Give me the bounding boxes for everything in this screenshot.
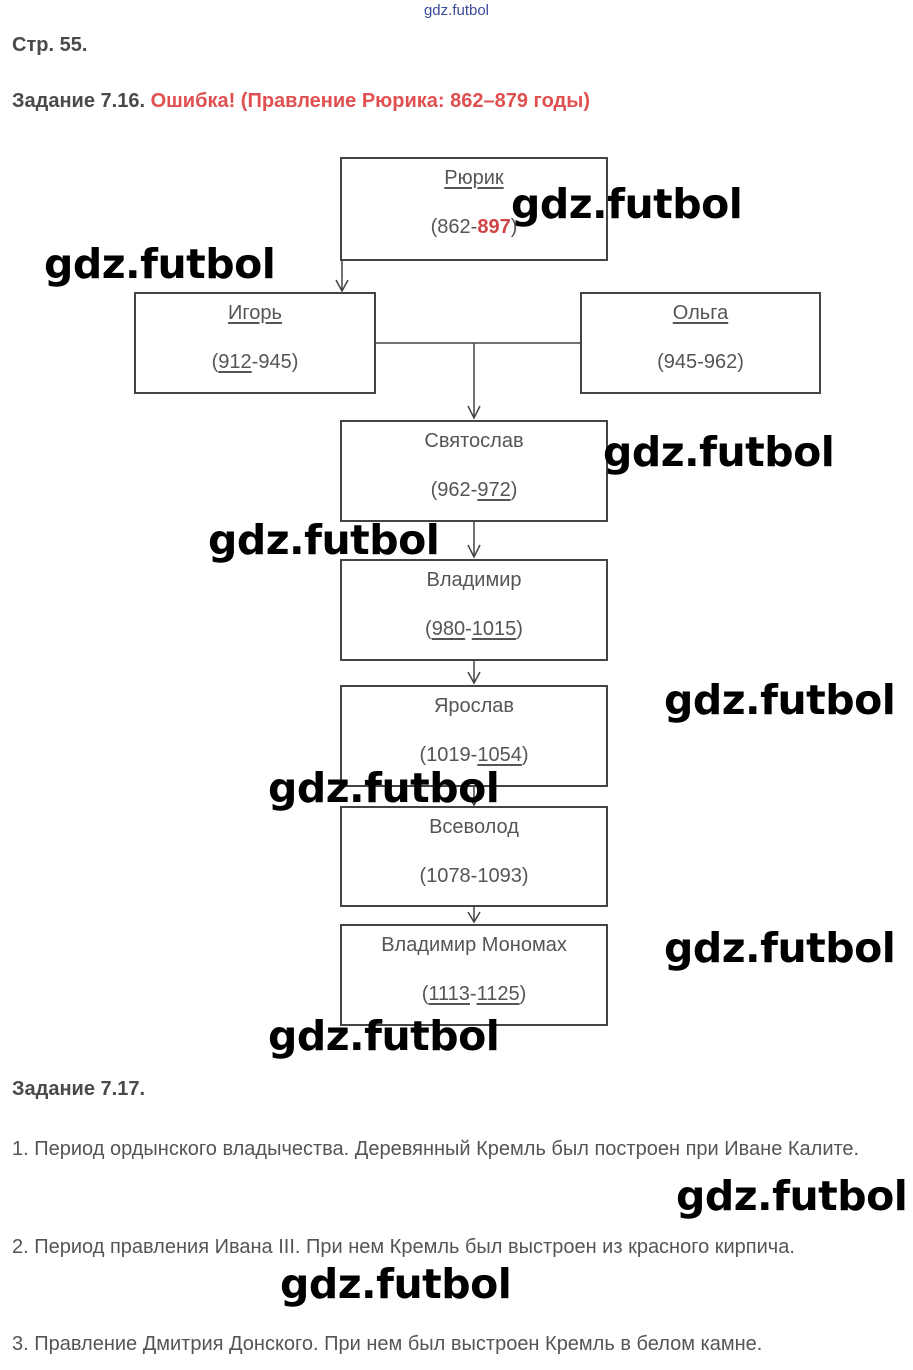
node-igor: Игорь (912-945): [134, 292, 376, 394]
node-igor-name: Игорь: [228, 302, 282, 324]
task-7-17-title: Задание 7.17.: [12, 1078, 146, 1100]
node-olga-years: (945-962): [657, 351, 744, 373]
answer-item-3: 3. Правление Дмитрия Донского. При нем б…: [12, 1333, 763, 1355]
node-igor-years: (912-945): [211, 351, 299, 373]
watermark: gdz.futbol: [664, 676, 896, 724]
erroneous-year: 897: [477, 216, 511, 238]
watermark: gdz.futbol: [511, 180, 743, 228]
task-7-16-title: Задание 7.16.: [12, 90, 146, 112]
node-monomakh: Владимир Мономах (1113-1125): [340, 924, 608, 1026]
node-vladimir-name: Владимир: [426, 569, 522, 591]
node-rurik-years: (862-897): [430, 216, 518, 238]
watermark: gdz.futbol: [44, 240, 276, 288]
node-rurik: Рюрик (862-897): [340, 157, 608, 261]
node-svyatoslav-years: (962-972): [430, 479, 518, 501]
node-yaroslav-years: (1019-1054): [419, 744, 529, 766]
node-monomakh-name: Владимир Мономах: [381, 934, 567, 956]
node-monomakh-years: (1113-1125): [421, 983, 527, 1005]
watermark: gdz.futbol: [664, 924, 896, 972]
node-vsevolod-years: (1078-1093): [419, 865, 529, 887]
watermark: gdz.futbol: [676, 1172, 908, 1220]
node-olga-name: Ольга: [672, 302, 729, 324]
node-yaroslav-name: Ярослав: [433, 695, 515, 717]
node-vsevolod-name: Всеволод: [429, 816, 519, 838]
watermark: gdz.futbol: [208, 516, 440, 564]
node-vsevolod: Всеволод (1078-1093): [340, 806, 608, 907]
site-mark: gdz.futbol: [423, 2, 490, 19]
node-yaroslav: Ярослав (1019-1054): [340, 685, 608, 787]
watermark: gdz.futbol: [280, 1260, 512, 1308]
node-svyatoslav: Святослав (962-972): [340, 420, 608, 522]
node-olga: Ольга (945-962): [580, 292, 821, 394]
answer-item-1: 1. Период ордынского владычества. Деревя…: [12, 1138, 860, 1160]
task-7-16-error-note: Ошибка! (Правление Рюрика: 862–879 годы): [150, 90, 590, 112]
watermark: gdz.futbol: [268, 1012, 500, 1060]
page-reference: Стр. 55.: [12, 34, 88, 56]
node-rurik-name: Рюрик: [444, 167, 504, 189]
node-vladimir: Владимир (980-1015): [340, 559, 608, 661]
watermark: gdz.futbol: [603, 428, 835, 476]
answer-item-2: 2. Период правления Ивана III. При нем К…: [12, 1236, 795, 1258]
task-7-16-heading: Задание 7.16. Ошибка! (Правление Рюрика:…: [12, 90, 590, 113]
node-svyatoslav-name: Святослав: [424, 430, 524, 452]
watermark: gdz.futbol: [268, 764, 500, 812]
node-vladimir-years: (980-1015): [425, 618, 523, 640]
